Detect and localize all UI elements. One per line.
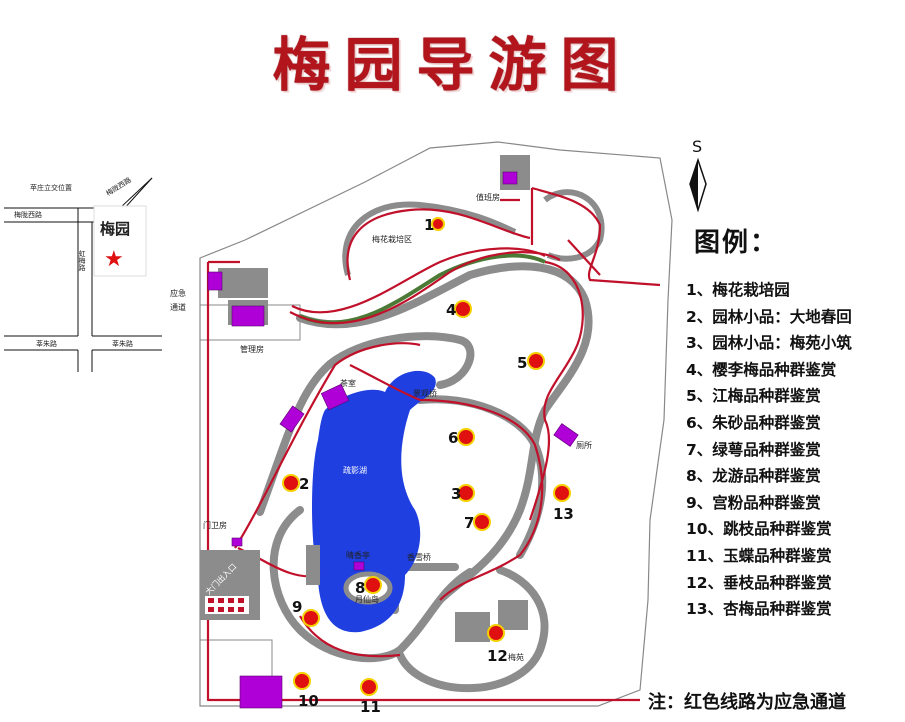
inset-road-label: 苹庄立交位置 (30, 183, 72, 192)
legend-item: 13、杏梅品种群鉴赏 (686, 600, 832, 619)
spot-number-label: 11 (360, 698, 381, 716)
legend-item: 9、宫粉品种群鉴赏 (686, 493, 821, 512)
view-bridge-label: 景观桥 (413, 388, 437, 398)
legend-item: 3、园林小品：梅苑小筑 (686, 334, 852, 353)
spot-number-label: 6 (448, 429, 458, 447)
location-star-icon: ★ (104, 247, 124, 272)
spot-number-label: 9 (292, 598, 302, 616)
legend-item: 4、樱李梅品种群鉴赏 (686, 360, 837, 379)
spot-number-label: 4 (446, 301, 456, 319)
legend-item: 2、园林小品：大地春回 (686, 307, 852, 326)
spot-marker (459, 430, 473, 444)
lake (312, 370, 436, 633)
management-room-label: 管理房 (240, 344, 264, 354)
inset-road-label: 莘朱路 (112, 339, 133, 348)
guard-room-label: 门卫房 (203, 520, 227, 530)
inset-road-label: 梅陇西路 (14, 210, 42, 219)
inset-location-map: 苹庄立交位置 梅陇西路 梅陇西路 虹梅路 莘朱路 莘朱路 梅园 ★ (4, 175, 162, 372)
map-title: 梅园导游图 (272, 31, 633, 99)
legend-item: 11、玉蝶品种群鉴赏 (686, 546, 832, 565)
spot-marker (489, 626, 503, 640)
legend-item: 10、跳枝品种群鉴赏 (686, 520, 832, 539)
lake-label: 疏影湖 (343, 465, 367, 475)
emergency-route (206, 186, 661, 702)
spot-number-label: 3 (451, 485, 461, 503)
inset-road-label: 莘朱路 (36, 339, 57, 348)
compass-direction-label: S (692, 137, 702, 156)
emergency-route-note: 注：红色线路为应急通道 (648, 692, 846, 713)
spot-marker (529, 354, 543, 368)
emergency-access-label: 通道 (170, 302, 186, 312)
spot-marker (366, 578, 380, 592)
legend-item: 5、江梅品种群鉴赏 (686, 387, 821, 406)
legend-list: 1、梅花栽培园 2、园林小品：大地春回 3、园林小品：梅苑小筑 4、樱李梅品种群… (668, 277, 898, 623)
inset-place-label: 梅园 (100, 220, 130, 238)
legend-item: 7、绿萼品种群鉴赏 (686, 440, 821, 459)
spot-marker (555, 486, 569, 500)
compass: S (689, 137, 707, 213)
duty-room-label: 值班房 (476, 192, 500, 202)
spot-marker (284, 476, 298, 490)
emergency-access-label: 应急 (170, 288, 186, 298)
spot-number-label: 8 (355, 579, 365, 597)
spot-number-label: 12 (487, 647, 508, 665)
cultivation-loops (342, 189, 605, 276)
inset-road-label: 梅陇西路 (104, 175, 133, 197)
legend-item: 12、垂枝品种群鉴赏 (686, 573, 832, 592)
meiyuan-label: 梅苑 (508, 652, 524, 662)
spot-marker (433, 219, 443, 229)
cultivation-area-label: 梅花栽培区 (372, 234, 412, 244)
spot-number-label: 1 (424, 216, 434, 234)
gray-structures (200, 155, 530, 642)
inset-road-label: 虹梅路 (78, 249, 86, 272)
buildings (207, 171, 579, 709)
legend-item: 1、梅花栽培园 (686, 281, 790, 299)
legend-heading: 图例： (694, 228, 779, 258)
island-label: 月仙岛 (355, 594, 379, 604)
xiangxue-bridge-label: 香雪桥 (407, 552, 431, 562)
spot-marker (475, 515, 489, 529)
spot-marker (362, 680, 376, 694)
spot-number-label: 10 (298, 692, 319, 710)
legend: 图例： 1、梅花栽培园 2、园林小品：大地春回 3、园林小品：梅苑小筑 4、樱李… (668, 222, 898, 623)
spot-marker (459, 486, 473, 500)
main-gate-block (205, 596, 249, 614)
pavilion-label: 晴香亭 (346, 550, 370, 560)
legend-item: 8、龙游品种群鉴赏 (686, 467, 821, 486)
spot-marker (295, 674, 309, 688)
spot-number-label: 2 (299, 475, 309, 493)
spot-marker (304, 611, 318, 625)
spot-number-label: 5 (517, 354, 527, 372)
spot-marker (456, 302, 470, 316)
toilet-label: 厕所 (576, 440, 592, 450)
spot-number-label: 13 (553, 505, 574, 523)
spot-number-label: 7 (464, 514, 474, 532)
tea-room-label: 茶室 (340, 378, 356, 388)
legend-item: 6、朱砂品种群鉴赏 (686, 413, 821, 432)
